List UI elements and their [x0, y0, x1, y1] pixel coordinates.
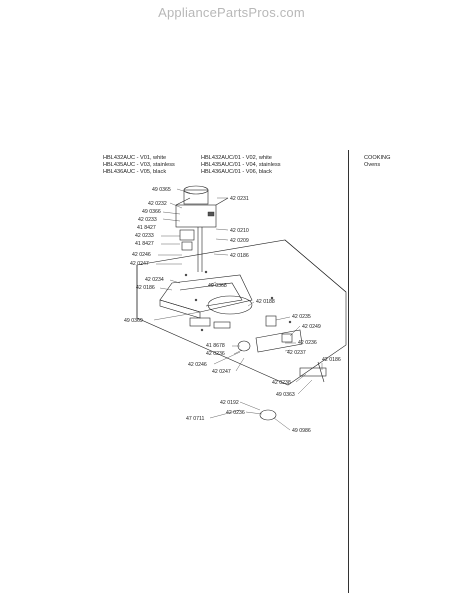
models-right: HBL432AUC/01 - V02, white HBL435AUC/01 -…	[201, 155, 281, 176]
part-label: 42 0232	[148, 201, 167, 207]
part-label: 42 0235	[292, 314, 311, 320]
models-left: HBL432AUC - V01, white HBL435AUC - V03, …	[103, 155, 175, 176]
part-label: 49 0363	[276, 392, 295, 398]
part-label: 42 0188	[256, 299, 275, 305]
vertical-divider	[348, 150, 349, 593]
part-label: 42 0186	[322, 357, 341, 363]
part-label: 42 0210	[230, 228, 249, 234]
part-label: 42 0249	[302, 324, 321, 330]
watermark: AppliancePartsPros.com	[158, 5, 305, 20]
part-label: 42 0236	[226, 410, 245, 416]
model-line: HBL436AUC/01 - V06, black	[201, 169, 272, 175]
category: COOKING Ovens	[364, 155, 390, 169]
base-plate	[136, 239, 347, 386]
part-label: 42 0233	[138, 217, 157, 223]
vent-hole	[207, 295, 253, 315]
part-label: 42 0186	[230, 253, 249, 259]
part-label: 41 8678	[206, 343, 225, 349]
model-line: HBL432AUC - V01, white	[103, 155, 167, 161]
part-label: 42 0209	[230, 238, 249, 244]
part-label: 42 0231	[230, 196, 249, 202]
part-label: 42 0236	[298, 340, 317, 346]
part-label: 42 0186	[136, 285, 155, 291]
part-label: 47 0711	[186, 416, 204, 422]
part-label: 41 8427	[135, 241, 154, 247]
part-label: 42 0238	[272, 380, 291, 386]
part-label: 42 0192	[220, 400, 239, 406]
part-label: 49 0368	[208, 283, 227, 289]
part-label: 42 0247	[212, 369, 231, 375]
part-label: 42 0246	[188, 362, 207, 368]
switch-parts	[237, 315, 327, 421]
part-label: 41 8427	[137, 225, 156, 231]
model-line: HBL432AUC/01 - V02, white	[201, 155, 272, 161]
part-label: 49 0365	[152, 187, 171, 193]
category-line: COOKING	[364, 155, 391, 161]
motor-assembly	[175, 185, 229, 272]
model-line: HBL435AUC/01 - V04, stainless	[201, 162, 281, 168]
category-line: Ovens	[364, 162, 381, 168]
part-label: 49 0986	[292, 428, 311, 434]
part-label: 49 0369	[124, 318, 143, 324]
part-label: 49 0366	[142, 209, 161, 215]
part-label: 42 0233	[135, 233, 154, 239]
part-label: 42 0246	[132, 252, 151, 258]
part-label: 42 0247	[130, 261, 149, 267]
model-line: HBL435AUC - V03, stainless	[103, 162, 175, 168]
part-label: 42 0234	[145, 277, 164, 283]
part-label: 42 0236	[206, 351, 225, 357]
part-labels: 49 0365 42 0231 42 0232 49 0366 42 0233 …	[124, 187, 341, 434]
heating-element	[159, 274, 253, 329]
leader-lines	[153, 188, 323, 431]
part-label: 42 0237	[287, 350, 306, 356]
model-line: HBL436AUC - V05, black	[103, 169, 167, 175]
